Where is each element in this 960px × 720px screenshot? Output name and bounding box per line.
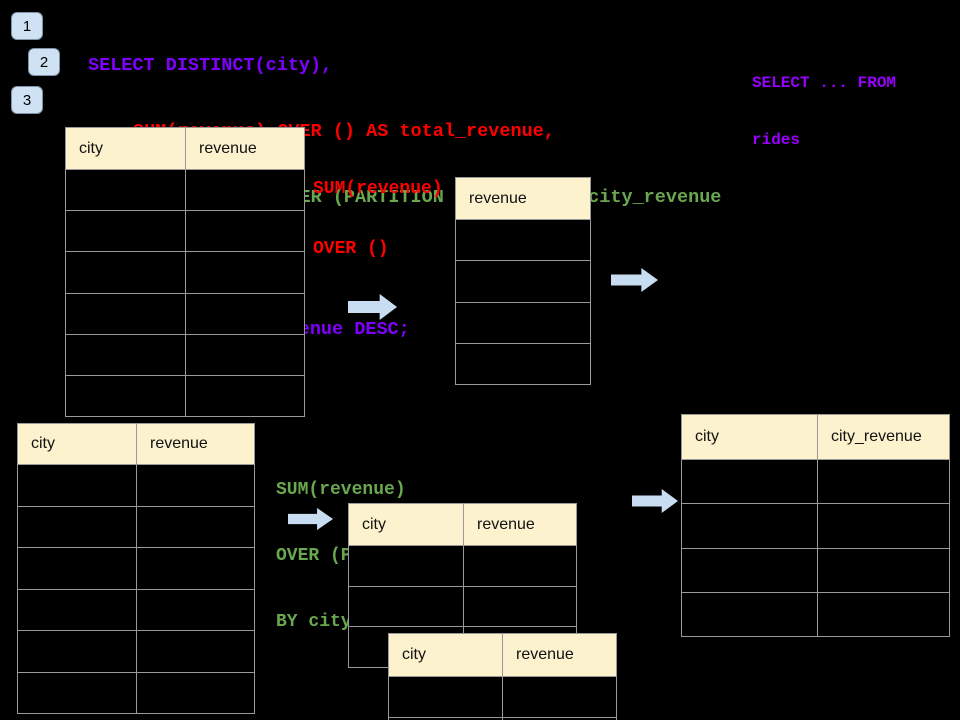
table-row	[349, 545, 576, 586]
table-row	[18, 547, 254, 589]
table-row	[456, 219, 590, 260]
flow-arrow-partition-to-result-icon	[632, 489, 678, 513]
column-header-city: city	[682, 415, 818, 459]
column-header-city-revenue: city_revenue	[831, 428, 922, 445]
column-header-revenue: revenue	[199, 139, 257, 157]
column-header-revenue: revenue	[477, 515, 535, 533]
table-row	[18, 588, 254, 630]
table-row	[682, 591, 949, 636]
table-header-row: city revenue	[18, 424, 254, 464]
label-total-line-2: OVER ()	[313, 239, 389, 259]
step-badge-1: 1	[11, 12, 43, 40]
table-row	[456, 301, 590, 343]
flow-arrow-revenue-out-icon	[611, 268, 658, 292]
table-header-row: city revenue	[389, 634, 616, 676]
flow-arrow-source-to-revenue-icon	[348, 294, 397, 320]
column-header-revenue: revenue	[516, 646, 574, 663]
table-row	[389, 676, 616, 717]
table-row	[389, 716, 616, 720]
label-total-line-1: SUM(revenue)	[313, 179, 443, 199]
table-row	[66, 292, 304, 334]
table-row	[66, 251, 304, 293]
flow-arrow-source-to-partition-icon	[288, 508, 333, 530]
column-header-revenue: revenue	[469, 189, 527, 207]
table-row	[682, 547, 949, 592]
label-partition-line-1: SUM(revenue)	[276, 480, 406, 500]
table-row	[682, 459, 949, 504]
label-sum-over-total: SUM(revenue) OVER ()	[313, 139, 443, 299]
table-row	[66, 374, 304, 417]
column-header-revenue: revenue	[150, 435, 208, 452]
sql-side-note: SELECT ... FROM rides	[752, 36, 896, 188]
table-result-city-revenue: city city_revenue	[681, 414, 950, 637]
table-partition-group-overlay: city revenue	[388, 633, 617, 720]
step-badge-3: 3	[11, 86, 43, 114]
table-row	[456, 342, 590, 384]
table-row	[682, 503, 949, 548]
table-row	[66, 210, 304, 252]
table-row	[18, 630, 254, 672]
table-header-row: revenue	[456, 178, 590, 219]
table-rides-source-top: city revenue	[65, 127, 305, 417]
table-row	[18, 505, 254, 547]
table-row	[456, 260, 590, 301]
table-row	[66, 169, 304, 211]
table-revenue-only: revenue	[455, 177, 591, 385]
table-rides-source-bottom: city revenue	[17, 423, 255, 714]
sql-line-select: SELECT DISTINCT(city),	[88, 55, 333, 76]
column-header-city: city	[389, 634, 503, 676]
step-badge-2: 2	[28, 48, 60, 76]
table-row	[18, 464, 254, 506]
table-row	[349, 585, 576, 627]
table-row	[18, 671, 254, 713]
table-header-row: city city_revenue	[682, 415, 949, 459]
table-header-row: city revenue	[66, 128, 304, 169]
column-header-city: city	[18, 424, 137, 464]
table-header-row: city revenue	[349, 504, 576, 545]
side-note-line-1: SELECT ... FROM	[752, 74, 897, 92]
side-note-line-2: rides	[752, 131, 801, 149]
table-row	[66, 333, 304, 375]
column-header-city: city	[349, 504, 464, 545]
column-header-city: city	[66, 128, 186, 169]
